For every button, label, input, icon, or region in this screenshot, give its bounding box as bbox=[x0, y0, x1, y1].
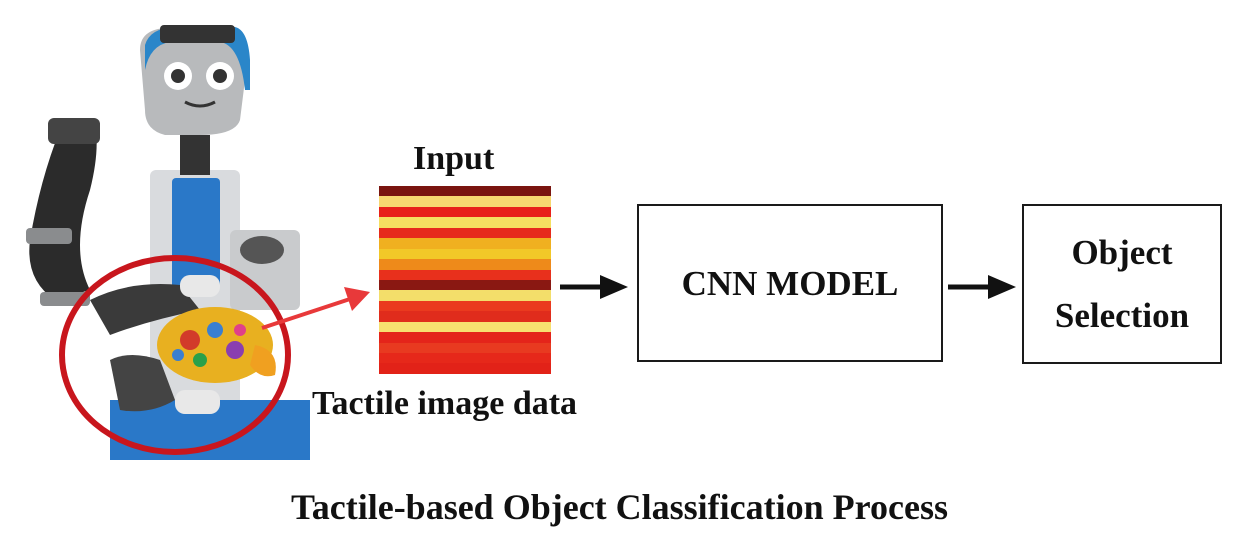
diagram-caption: Tactile-based Object Classification Proc… bbox=[291, 487, 948, 527]
heatmap-row bbox=[379, 342, 551, 353]
heatmap-row bbox=[379, 206, 551, 218]
heatmap-row bbox=[379, 321, 551, 333]
heatmap-row bbox=[379, 332, 551, 343]
input-label: Input bbox=[413, 140, 495, 177]
tactile-heatmap bbox=[379, 186, 551, 374]
heatmap-row bbox=[379, 227, 551, 239]
heatmap-row bbox=[379, 279, 551, 291]
object-selection-box: Object Selection bbox=[1022, 204, 1222, 364]
heatmap-row bbox=[379, 363, 551, 374]
heatmap-row bbox=[379, 238, 551, 249]
heatmap-row bbox=[379, 217, 551, 228]
object-selection-line-2: Selection bbox=[1054, 296, 1190, 335]
cnn-model-label: CNN MODEL bbox=[681, 263, 899, 303]
heatmap-row bbox=[379, 269, 551, 280]
object-selection-line-1: Object bbox=[1071, 233, 1173, 272]
arrow-right-icon bbox=[261, 287, 370, 330]
heatmap-row bbox=[379, 196, 551, 207]
heatmap-row bbox=[379, 300, 551, 312]
arrow-right-icon bbox=[560, 275, 628, 299]
heatmap-row bbox=[379, 311, 551, 322]
heatmap-row bbox=[379, 290, 551, 301]
cnn-model-box: CNN MODEL bbox=[637, 204, 943, 362]
tactile-image-label: Tactile image data bbox=[312, 385, 578, 422]
arrow-right-icon bbox=[948, 275, 1016, 299]
robot-photo bbox=[26, 25, 310, 460]
heatmap-row bbox=[379, 353, 551, 364]
heatmap-row bbox=[379, 248, 551, 260]
heatmap-row bbox=[379, 186, 551, 197]
heatmap-row bbox=[379, 259, 551, 270]
